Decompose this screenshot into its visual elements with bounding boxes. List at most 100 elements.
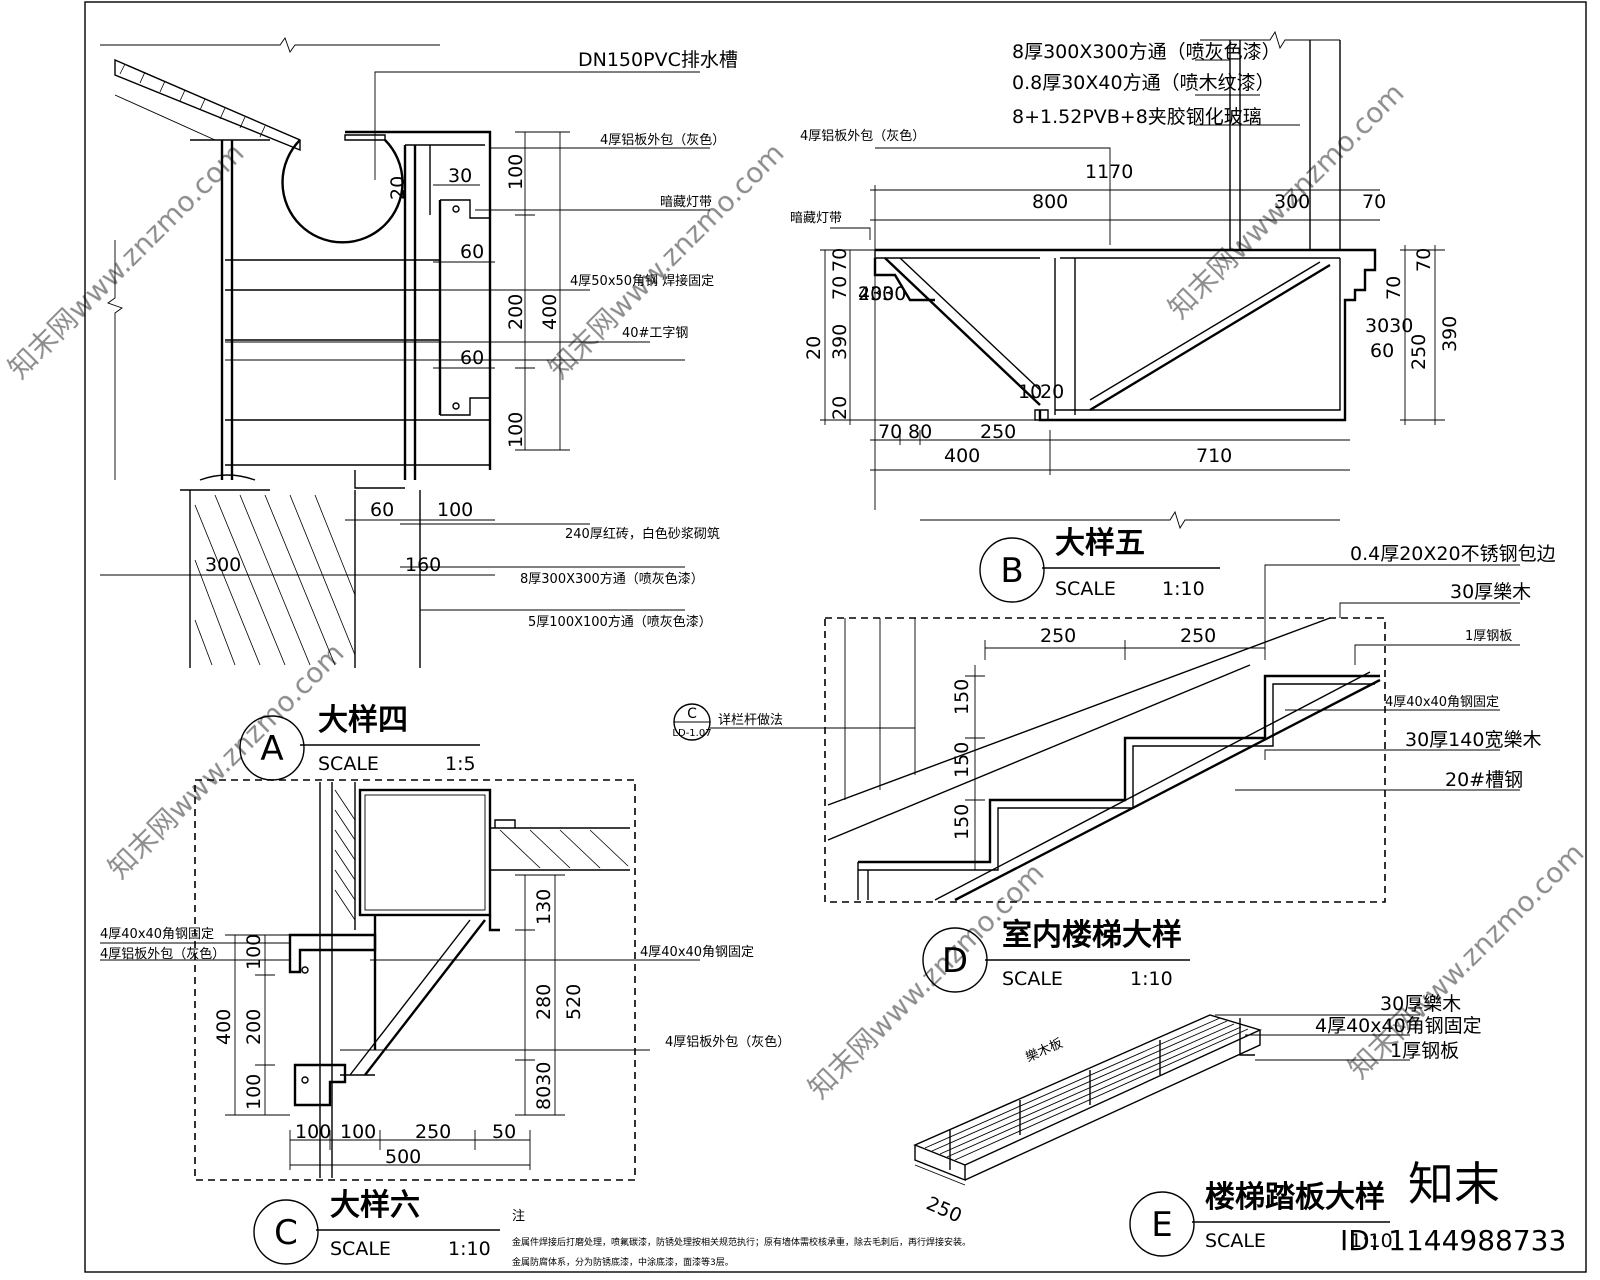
dim: 100 [437, 499, 473, 521]
dim: 70 [1383, 276, 1405, 300]
detail-b-scale: 1:10 [1162, 578, 1205, 600]
label: 30厚140宽樂木 [1405, 729, 1541, 751]
detail-d-title-text: 室内楼梯大样 [1002, 918, 1182, 953]
dim: 400 [213, 1009, 235, 1045]
label: 8+1.52PVB+8夹胶钢化玻璃 [1012, 106, 1262, 128]
label: 4厚铝板外包（灰色） [600, 132, 725, 148]
id-watermark: ID: 1144988733 [1340, 1224, 1566, 1257]
label: 暗藏灯带 [790, 211, 842, 226]
detail-d-scale: 1:10 [1130, 968, 1173, 990]
label: 8厚300X300方通（喷灰色漆） [520, 571, 704, 587]
general-notes: 注 金属件焊接后打磨处理，喷氟碳漆，防锈处理按相关规范执行；原有墙体需校核承重，… [512, 1209, 971, 1268]
dim: 20 [803, 336, 825, 360]
label: 0.4厚20X20不锈钢包边 [1350, 543, 1556, 565]
label: 4厚40x40角钢固定 [1315, 1015, 1482, 1037]
detail-d-labels: 0.4厚20X20不锈钢包边 30厚樂木 1厚钢板 4厚40x40角钢固定 30… [672, 543, 1555, 840]
label: 4厚50x50角钢 焊接固定 [570, 273, 714, 289]
detail-b-title-text: 大样五 [1055, 526, 1145, 561]
notes-line-1: 金属件焊接后打磨处理，喷氟碳漆，防锈处理按相关规范执行；原有墙体需校核承重，除去… [512, 1236, 971, 1248]
label: 1厚钢板 [1465, 629, 1512, 644]
detail-a-title: A 大样四 SCALE 1:5 [239, 703, 480, 781]
label: 4厚铝板外包（灰色） [800, 128, 925, 144]
dim: 400 [539, 294, 561, 330]
dim: 400 [944, 445, 980, 467]
label: 4厚40x40角钢固定 [100, 927, 214, 942]
dim: 300 [1274, 191, 1310, 213]
dim: 1170 [1085, 161, 1133, 183]
watermark: 知末网www.znzmo.com [102, 636, 351, 885]
label: 5厚100X100方通（喷灰色漆） [528, 614, 712, 630]
dim: 200 [505, 294, 527, 330]
dim: 10 [1018, 381, 1042, 403]
detail-b-labels: 8厚300X300方通（喷灰色漆） 0.8厚30X40方通（喷木纹漆） 8+1.… [790, 41, 1461, 467]
detail-e-title: E 楼梯踏板大样 SCALE 1:10 [1129, 1180, 1393, 1257]
detail-b-title: B 大样五 SCALE 1:10 [979, 526, 1220, 603]
dim: 100 [505, 412, 527, 448]
dim: 130 [533, 889, 555, 925]
label: 8厚300X300方通（喷灰色漆） [1012, 41, 1281, 63]
dim: 250 [1408, 334, 1430, 370]
label: 暗藏灯带 [660, 195, 712, 210]
detail-a-scale: 1:5 [445, 753, 476, 775]
dim: 150 [951, 679, 973, 715]
dim: 20 [387, 176, 409, 200]
dim: 250 [923, 1192, 965, 1227]
watermark: 知末网www.znzmo.com [542, 136, 791, 385]
dim: 150 [951, 804, 973, 840]
sheet-border [84, 1, 1587, 1273]
detail-c-title-text: 大样六 [330, 1188, 420, 1223]
watermarks: 知末网www.znzmo.com 知末网www.znzmo.com 知末网www… [2, 76, 1591, 1105]
detail-e-drawing [913, 1014, 1420, 1186]
ref-circle-bottom: LD-1.07 [672, 728, 711, 739]
detail-d-drawing [710, 564, 1520, 903]
detail-e-scale: 1:10 [1350, 1230, 1393, 1252]
tread-label: 樂木板 [1023, 1035, 1065, 1065]
detail-b-circle: B [1000, 551, 1023, 591]
label: 30厚樂木 [1450, 581, 1531, 603]
watermark: 知末网www.znzmo.com [1342, 836, 1591, 1085]
dim: 100 [243, 934, 265, 970]
detail-c-labels: 4厚40x40角钢固定 4厚铝板外包（灰色） 4厚40x40角钢固定 4厚铝板外… [100, 889, 790, 1168]
dim: 50 [492, 1121, 516, 1143]
dim: 70 [1362, 191, 1386, 213]
dim: 300 [205, 554, 241, 576]
detail-e-scale-label: SCALE [1205, 1230, 1266, 1252]
dim: 280 [533, 984, 555, 1020]
label: 4厚40x40角钢固定 [640, 945, 754, 960]
dim: 200 [243, 1009, 265, 1045]
detail-a-circle: A [260, 729, 283, 769]
detail-a-labels: DN150PVC排水槽 4厚铝板外包（灰色） 暗藏灯带 4厚50x50角钢 焊接… [205, 49, 738, 630]
dim: 250 [1040, 625, 1076, 647]
ref-note: 详栏杆做法 [718, 713, 783, 728]
dim: 70 [878, 421, 902, 443]
label: 40#工字钢 [622, 326, 688, 341]
dim: 390 [1439, 316, 1461, 352]
label: 1厚钢板 [1390, 1040, 1459, 1062]
dim: 60 [370, 499, 394, 521]
detail-a-scale-label: SCALE [318, 753, 379, 775]
detail-d-title: D 室内楼梯大样 SCALE 1:10 [922, 918, 1190, 993]
detail-e-title-text: 楼梯踏板大样 [1205, 1180, 1385, 1215]
dim: 250 [980, 421, 1016, 443]
dim: 70 [1413, 248, 1435, 272]
dim: 800 [1032, 191, 1068, 213]
dim: 60 [1370, 340, 1394, 362]
detail-b-scale-label: SCALE [1055, 578, 1116, 600]
dim: 520 [563, 984, 585, 1020]
notes-heading: 注 [512, 1209, 525, 1224]
dim: 160 [405, 554, 441, 576]
detail-d-circle: D [942, 941, 968, 981]
label: 30厚樂木 [1380, 993, 1461, 1015]
dim: 250 [1180, 625, 1216, 647]
dim: 390 [829, 324, 851, 360]
dim: 60 [460, 347, 484, 369]
dim: 70 [829, 276, 851, 300]
dim: 710 [1196, 445, 1232, 467]
dim: 100 [243, 1074, 265, 1110]
detail-b-drawing [820, 30, 1445, 530]
detail-c-drawing [100, 779, 700, 1181]
label: 20#槽钢 [1445, 769, 1523, 791]
label: DN150PVC排水槽 [578, 49, 738, 71]
dim: 30 [448, 165, 472, 187]
